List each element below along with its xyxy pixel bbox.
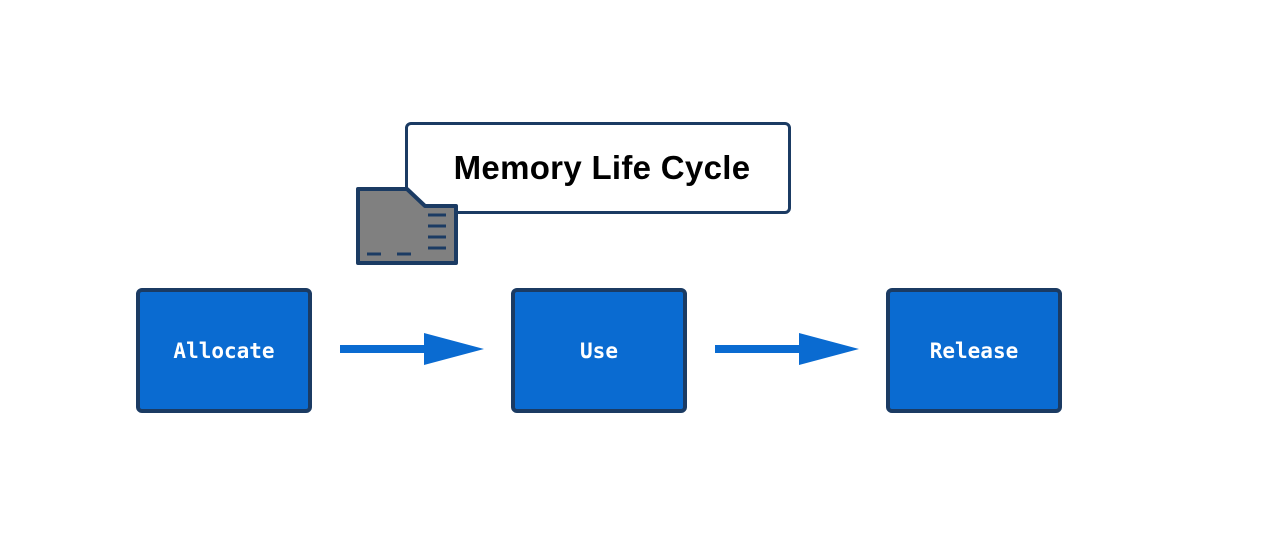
step-use-box: Use [511,288,687,413]
step-use-label: Use [580,338,618,363]
step-allocate-label: Allocate [173,338,275,363]
step-release-box: Release [886,288,1062,413]
arrow-use-to-release [715,333,859,365]
step-release-label: Release [929,338,1019,363]
memory-card-icon [356,187,458,265]
diagram-title-box: Memory Life Cycle [405,122,791,214]
diagram-title: Memory Life Cycle [453,149,751,186]
arrow-allocate-to-use [340,333,484,365]
step-allocate-box: Allocate [136,288,312,413]
